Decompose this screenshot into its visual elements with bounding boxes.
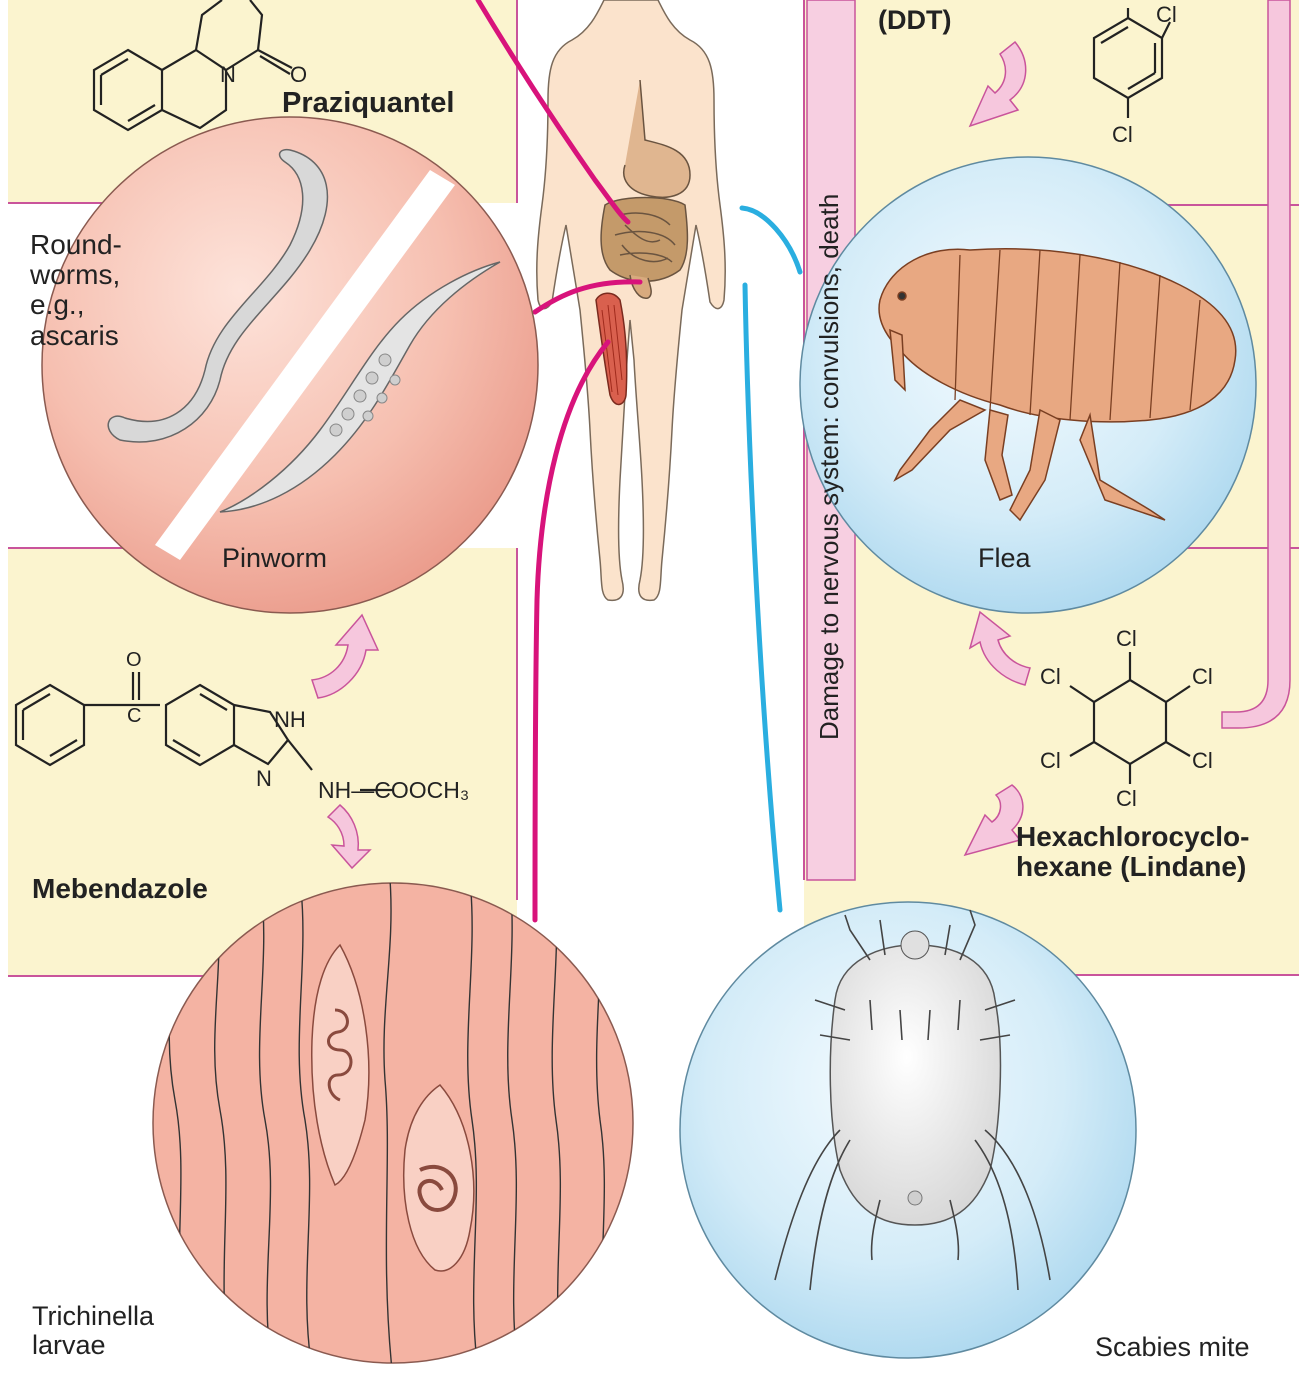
ddt-label: (DDT) xyxy=(878,6,951,35)
trichinella-label: Trichinella larvae xyxy=(32,1302,154,1360)
lindane-cl-upper-left: Cl xyxy=(1040,664,1061,689)
mebendazole-o-label: O xyxy=(126,649,142,671)
flea-label: Flea xyxy=(978,544,1031,573)
lindane-cl-upper-right: Cl xyxy=(1192,664,1213,689)
scabies-label: Scabies mite xyxy=(1095,1333,1250,1362)
ddt-cl-bottom-label: Cl xyxy=(1112,122,1133,147)
ddt-cl-top-label: Cl xyxy=(1156,2,1177,27)
human-body-icon xyxy=(537,0,725,600)
lindane-cl-lower-right: Cl xyxy=(1192,748,1213,773)
praziquantel-n-label: N xyxy=(220,62,236,87)
mebendazole-c-label: C xyxy=(127,705,141,727)
mebendazole-nh-label: NH xyxy=(274,707,306,732)
lindane-cl-top: Cl xyxy=(1116,626,1137,651)
trichinella-circle xyxy=(153,880,633,1370)
lindane-cl-lower-left: Cl xyxy=(1040,748,1061,773)
scabies-circle xyxy=(680,902,1136,1358)
pinworm-label: Pinworm xyxy=(222,544,327,573)
roundworm-pinworm-circle xyxy=(42,117,538,613)
lindane-cl-bottom: Cl xyxy=(1116,786,1137,811)
nervous-damage-label: Damage to nervous system: convulsions, d… xyxy=(814,194,845,740)
mebendazole-n-label: N xyxy=(256,766,272,791)
mebendazole-label: Mebendazole xyxy=(32,874,208,904)
roundworms-label: Round- worms, e.g., ascaris xyxy=(30,230,122,351)
praziquantel-o-label: O xyxy=(290,62,307,87)
praziquantel-label: Praziquantel xyxy=(282,88,454,119)
lindane-label: Hexachlorocyclo- hexane (Lindane) xyxy=(1016,822,1249,882)
mebendazole-sidechain-label: NH—COOCH₃ xyxy=(318,777,469,803)
